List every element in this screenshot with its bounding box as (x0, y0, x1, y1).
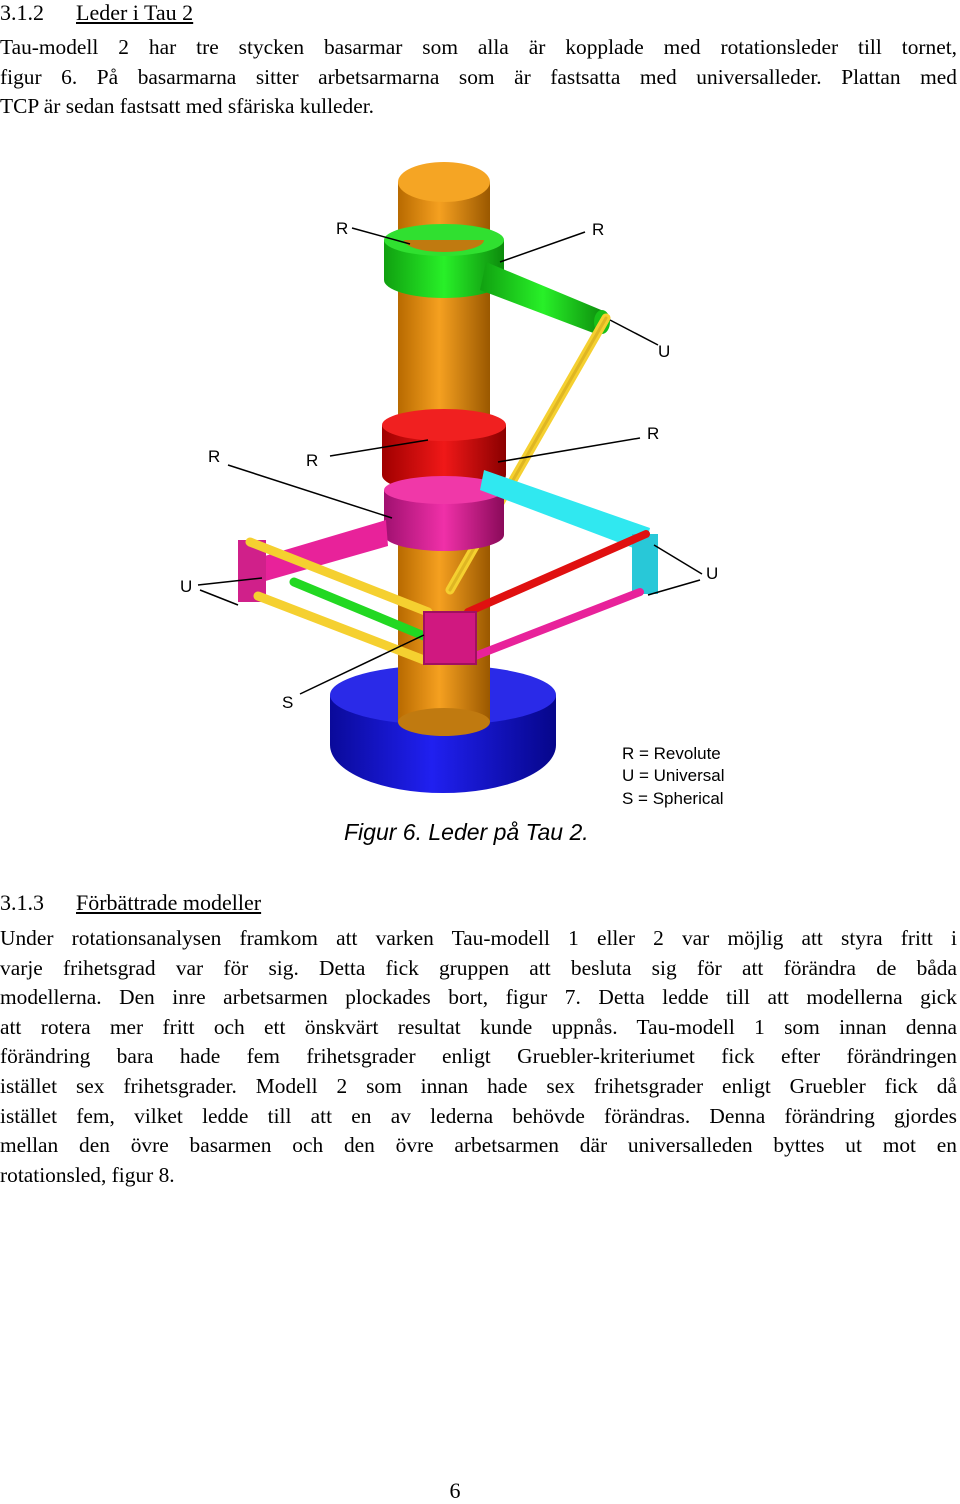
joint-label-u: U (706, 564, 718, 583)
magenta-ring (384, 476, 504, 551)
paragraph-line: att rotera mer fritt och ett önskvärt re… (0, 1014, 957, 1039)
paragraph-line: figur 6. På basarmarna sitter arbetsarma… (0, 64, 957, 89)
joint-label-r: R (208, 447, 220, 466)
figure-caption: Figur 6. Leder på Tau 2. (344, 819, 589, 845)
paragraph-line: rotationsled, figur 8. (0, 1162, 175, 1187)
joint-label-r: R (592, 220, 604, 239)
joint-label-u: U (658, 342, 670, 361)
section-3-1-3-paragraph: Under rotationsanalysen framkom att vark… (0, 924, 957, 1190)
section-heading-3-1-3: 3.1.3 Förbättrade modeller (0, 890, 261, 916)
legend-entry: S = Spherical (622, 789, 724, 808)
section-title: Förbättrade modeller (76, 890, 262, 915)
paragraph-line: mellan den övre basarmen och den övre ar… (0, 1133, 957, 1158)
section-title: Leder i Tau 2 (76, 0, 194, 25)
section-heading-3-1-2: 3.1.2 Leder i Tau 2 (0, 0, 193, 26)
green-ring (384, 224, 504, 298)
joint-label-r: R (306, 451, 318, 470)
figure-legend: R = Revolute U = Universal S = Spherical (622, 744, 725, 808)
section-number: 3.1.2 (0, 0, 44, 25)
joint-label-u: U (180, 577, 192, 596)
paragraph-line: TCP är sedan fastsatt med sfäriska kulle… (0, 94, 375, 119)
section-number: 3.1.3 (0, 890, 44, 915)
paragraph-line: istället fem, vilket ledde till att en a… (0, 1103, 957, 1128)
cyan-base-arm (480, 470, 650, 552)
legend-entry: R = Revolute (622, 744, 721, 763)
paragraph-line: modellerna. Den inre arbetsarmen plockad… (0, 985, 957, 1010)
tau2-joint-figure: R R U R R R U U S R = Revolute U = Unive… (180, 162, 725, 845)
legend-entry: U = Universal (622, 766, 725, 785)
green-base-arm (480, 262, 606, 334)
platform (423, 611, 477, 665)
joint-label-r: R (647, 424, 659, 443)
paragraph-line: istället sex frihetsgrader. Modell 2 som… (0, 1073, 957, 1098)
paragraph-line: Under rotationsanalysen framkom att vark… (0, 926, 957, 950)
page-number: 6 (449, 1478, 461, 1503)
paragraph-line: förändring bara hade fem frihetsgrader e… (0, 1044, 957, 1069)
leader-lines (197, 227, 703, 695)
paragraph-line: Tau-modell 2 har tre stycken basarmar so… (0, 35, 957, 59)
magenta-base-arm (258, 520, 388, 582)
joint-label-r: R (336, 219, 348, 238)
section-3-1-2-paragraph: Tau-modell 2 har tre stycken basarmar so… (0, 33, 957, 122)
paragraph-line: varje frihetsgrad var för sig. Detta fic… (0, 955, 957, 980)
joint-label-s: S (282, 693, 293, 712)
